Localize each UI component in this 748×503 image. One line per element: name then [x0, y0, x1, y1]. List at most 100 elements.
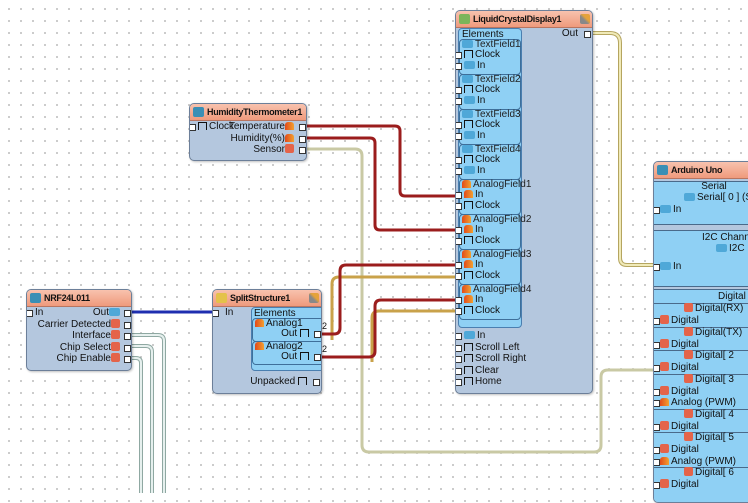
digital-icon: [660, 338, 669, 348]
arduino-input-pin[interactable]: [654, 388, 660, 396]
digital-channel[interactable]: [654, 303, 748, 328]
lcd-input-pin[interactable]: [456, 63, 462, 70]
humidity-clock-pin[interactable]: [190, 124, 196, 131]
split-item-out: Out: [281, 328, 311, 340]
label: Clock: [475, 119, 501, 130]
split-header[interactable]: SplitStructure1: [213, 290, 321, 307]
wire-clock-af3[interactable]: [330, 275, 455, 340]
lcd-input-pin[interactable]: [456, 273, 462, 280]
lcd-input-pin[interactable]: [456, 379, 462, 386]
wrench-icon[interactable]: [309, 293, 319, 303]
nrf-header[interactable]: NRF24L011: [27, 290, 131, 307]
digital-channel-name: Digital(TX): [684, 326, 742, 339]
lcd-header[interactable]: LiquidCrystalDisplay1: [456, 11, 592, 28]
analog-icon: [464, 295, 473, 303]
lcd-field-textfield1[interactable]: TextField1: [459, 39, 521, 75]
label: I2C: [729, 243, 745, 254]
lcd-input-pin[interactable]: [456, 168, 462, 175]
nrf-output-interface: Interface: [72, 330, 122, 342]
nrf-in-pin[interactable]: [27, 310, 33, 317]
lcd-icon: [459, 14, 470, 24]
label: In: [475, 259, 484, 270]
lcd-input-pin[interactable]: [456, 98, 462, 105]
humidity-header[interactable]: HumidityThermometer1: [190, 104, 306, 121]
wire-chip-enable[interactable]: [131, 356, 143, 493]
lcd-input-pin[interactable]: [456, 367, 462, 375]
wire-clock-af4[interactable]: [370, 309, 455, 362]
wire-analog1[interactable]: [321, 263, 455, 336]
liquid-crystal-display-component[interactable]: LiquidCrystalDisplay1 Elements Out TextF…: [455, 10, 593, 394]
humidity-output-0: Temperature: [229, 121, 296, 133]
lcd-input-pin[interactable]: [456, 238, 462, 245]
lcd-input-pin[interactable]: [456, 227, 462, 234]
wire-temperature[interactable]: [306, 124, 455, 198]
label: Analog (PWM): [671, 455, 737, 467]
digital-channel[interactable]: [654, 350, 748, 375]
arduino-input-pin[interactable]: [654, 318, 660, 325]
arduino-i2c-section[interactable]: [654, 230, 748, 287]
arduino-header[interactable]: Arduino Uno: [654, 162, 748, 179]
lcd-input-pin[interactable]: [456, 133, 462, 140]
arduino-input-pin[interactable]: [654, 365, 660, 372]
nrf-output-pin[interactable]: [124, 310, 131, 317]
arduino-input-pin[interactable]: [654, 458, 660, 466]
split-unpacked-pin[interactable]: [313, 379, 320, 386]
split-item-analog2[interactable]: Analog2: [252, 341, 321, 365]
humidity-output-pin[interactable]: [299, 147, 306, 154]
arduino-input-pin[interactable]: [654, 400, 660, 407]
nrf-output-pin[interactable]: [124, 333, 131, 340]
lcd-field-textfield4[interactable]: TextField4: [459, 144, 521, 180]
arduino-input-pin[interactable]: [654, 482, 660, 489]
nrf-output-pin[interactable]: [124, 321, 131, 329]
nrf-output-pin[interactable]: [124, 344, 131, 352]
lcd-out-pin[interactable]: [584, 31, 591, 38]
digital-channel[interactable]: [654, 373, 748, 410]
split-out-pin[interactable]: [314, 354, 321, 361]
lcd-input-pin[interactable]: [456, 192, 462, 199]
digital-channel[interactable]: [654, 467, 748, 492]
digital-channel[interactable]: [654, 408, 748, 433]
digital-channel[interactable]: [654, 326, 748, 351]
arduino-input-pin[interactable]: [654, 341, 660, 349]
wire-i2c[interactable]: [592, 31, 653, 267]
wrench-icon[interactable]: [580, 14, 590, 24]
label: Interface: [72, 330, 111, 341]
split-in-pin[interactable]: [213, 310, 219, 317]
lcd-input-pin[interactable]: [456, 308, 462, 315]
digital-icon: [660, 315, 669, 324]
arduino-title: Arduino Uno: [671, 165, 723, 175]
wire-analog2[interactable]: [321, 298, 455, 359]
humidity-output-pin[interactable]: [299, 124, 306, 131]
lcd-input-pin[interactable]: [456, 344, 462, 352]
lcd-input-pin[interactable]: [456, 297, 462, 304]
split-structure-component[interactable]: SplitStructure1 In Elements Unpacked Ana…: [212, 289, 322, 394]
lcd-input-pin[interactable]: [456, 87, 462, 94]
lcd-input-pin[interactable]: [456, 203, 462, 210]
label: Digital[ 2: [695, 350, 734, 361]
nrf-icon: [30, 293, 41, 303]
analog-icon: [285, 133, 294, 142]
arduino-input-pin[interactable]: [654, 423, 660, 431]
lcd-pin-clock: Clock: [464, 154, 500, 166]
lcd-input-pin[interactable]: [456, 52, 462, 59]
lcd-input-pin[interactable]: [456, 356, 462, 363]
arduino-serial-section[interactable]: [654, 181, 748, 225]
serial-in-pin[interactable]: [654, 207, 660, 214]
lcd-input-pin[interactable]: [456, 333, 462, 340]
digital-icon: [660, 479, 669, 488]
lcd-input-pin[interactable]: [456, 262, 462, 269]
i2c-in-pin[interactable]: [654, 264, 660, 271]
humidity-output-pin[interactable]: [299, 135, 306, 143]
lcd-input-pin[interactable]: [456, 157, 462, 164]
wire-sensor[interactable]: [306, 147, 653, 454]
wire-humidity[interactable]: [306, 136, 455, 232]
split-out-pin[interactable]: [314, 331, 321, 338]
digital-channel[interactable]: [654, 432, 748, 468]
lcd-field-textfield3[interactable]: TextField3: [459, 109, 521, 145]
lcd-input-pin[interactable]: [456, 122, 462, 129]
nrf-output-pin[interactable]: [124, 356, 131, 363]
arduino-input-pin[interactable]: [654, 447, 660, 454]
